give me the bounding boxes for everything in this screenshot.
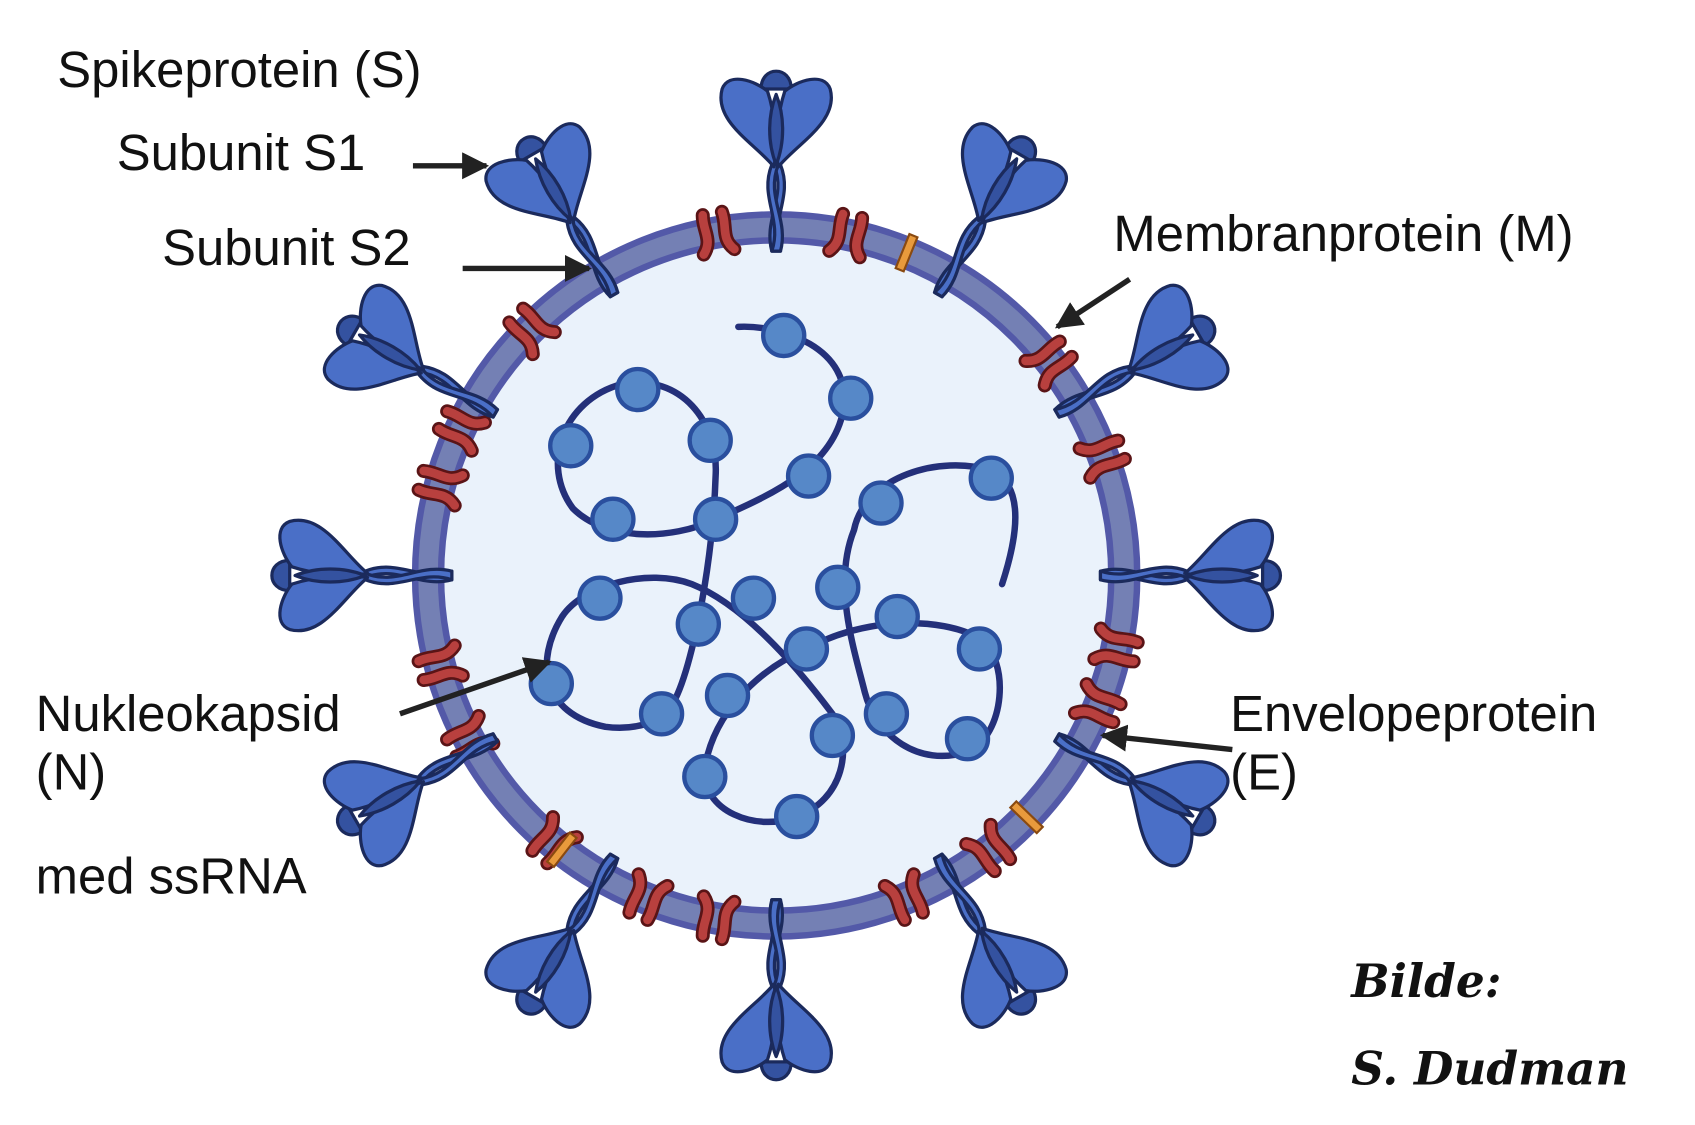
envelope-protein-label: Envelopeprotein xyxy=(1230,685,1597,742)
nucleocapsid-protein-icon xyxy=(761,312,807,359)
nucleocapsid-protein-icon xyxy=(704,672,751,719)
subunit-s2-label: Subunit S2 xyxy=(162,219,411,276)
nucleocapsid-protein-icon xyxy=(828,375,874,421)
membrane-protein-icon xyxy=(1072,433,1132,485)
spike-protein-label: Spikeprotein (S) xyxy=(57,41,421,98)
nucleocapsid-protein-icon xyxy=(590,496,636,542)
envelope-protein-icon xyxy=(894,232,919,273)
membrane-protein-icon xyxy=(411,463,470,513)
spike-protein-icon xyxy=(932,852,1068,1029)
envelope-protein-icon xyxy=(1008,799,1045,835)
spike-protein-icon xyxy=(322,732,500,868)
membrane-arrow-icon xyxy=(1054,277,1132,330)
nucleocapsid-protein-icon xyxy=(874,593,920,640)
virus-particle xyxy=(270,69,1282,1082)
nucleocapsid-protein-icon xyxy=(773,793,820,840)
spike-protein-icon xyxy=(270,518,454,633)
envelope-abbrev-label: (E) xyxy=(1230,744,1298,801)
subunit-s1-label: Subunit S1 xyxy=(117,124,366,181)
membrane-protein-icon xyxy=(1067,677,1128,730)
spike-protein-icon xyxy=(719,898,833,1082)
nucleocapsid-protein-icon xyxy=(783,626,830,672)
membrane-protein-icon xyxy=(431,404,492,458)
membrane-protein-icon xyxy=(502,301,562,362)
nucleocapsid-protein-icon xyxy=(682,753,728,800)
spike-protein-icon xyxy=(322,283,500,419)
nucleocapsid-protein-icon xyxy=(687,417,733,464)
membrane-protein-icon xyxy=(622,867,675,927)
nucleocapsid-abbrev-label: (N) xyxy=(36,744,107,801)
spike-protein-icon xyxy=(484,852,620,1029)
nucleocapsid-protein-icon xyxy=(577,575,623,621)
membrane-protein-label: Membranprotein (M) xyxy=(1113,205,1573,262)
spike-protein-icon xyxy=(1053,283,1230,419)
spike-protein-icon xyxy=(484,122,620,299)
nucleocapsid-protein-icon xyxy=(615,366,661,413)
membrane-protein-icon xyxy=(411,638,470,688)
envelope-arrow-icon xyxy=(1099,724,1233,753)
label-group: Spikeprotein (S) Subunit S1 Subunit S2 M… xyxy=(36,41,1629,1096)
nucleocapsid-protein-icon xyxy=(815,564,861,611)
membrane-protein-icon xyxy=(822,206,870,265)
nucleocapsid-protein-icon xyxy=(944,716,991,762)
nucleocapsid-label: Nukleokapsid xyxy=(36,685,341,742)
membrane-protein-icon xyxy=(1087,621,1145,669)
nucleocapsid-protein-icon xyxy=(968,455,1014,501)
spike-protein-icon xyxy=(719,69,833,253)
nucleocapsid-protein-icon xyxy=(638,691,685,737)
nucleocapsid-protein-icon xyxy=(675,601,722,647)
nucleocapsid-protein-icon xyxy=(548,423,594,469)
nucleocapsid-protein-icon xyxy=(809,712,856,759)
credit-line-2: S. Dudman xyxy=(1351,1042,1628,1096)
membrane-protein-icon xyxy=(695,889,742,947)
nucleocapsid-rna xyxy=(528,312,1019,840)
membrane-protein-icon xyxy=(1018,334,1079,393)
nucleocapsid-protein-icon xyxy=(858,480,904,526)
spike-protein-icon xyxy=(1098,518,1282,633)
credit-line-1: Bilde: xyxy=(1349,954,1501,1008)
spike-protein-icon xyxy=(932,122,1068,299)
membrane-protein-icon xyxy=(695,204,742,262)
membrane-protein-icon xyxy=(959,817,1018,879)
spike-protein-icon xyxy=(1053,732,1230,868)
nucleocapsid-protein-icon xyxy=(730,575,777,621)
membrane-protein-icon xyxy=(877,867,930,927)
nucleocapsid-arrow-icon xyxy=(399,657,552,717)
nucleocapsid-protein-icon xyxy=(863,691,910,737)
nucleocapsid-protein-icon xyxy=(956,626,1003,672)
nucleocapsid-protein-icon xyxy=(692,496,739,542)
nucleocapsid-protein-icon xyxy=(785,453,832,499)
nucleocapsid-protein-icon xyxy=(528,660,575,707)
ssrna-label: med ssRNA xyxy=(36,847,307,904)
envelope-protein-icon xyxy=(545,831,579,869)
